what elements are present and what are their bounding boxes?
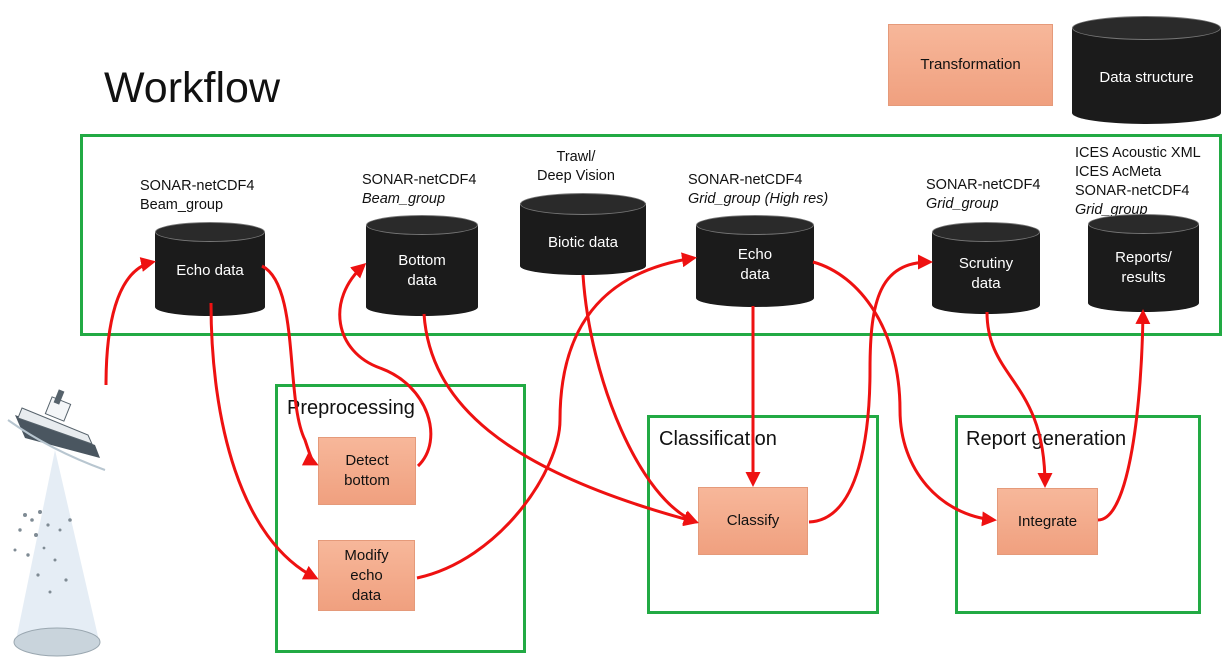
reports-caption: ICES Acoustic XML ICES AcMeta SONAR-netC… (1075, 145, 1201, 218)
classify-box: Classify (698, 487, 808, 555)
arrow-echo-data-2-to-integrate (812, 260, 997, 527)
integrate-box: Integrate (997, 488, 1098, 555)
echo-data-2-label: Echo data (737, 246, 773, 283)
echo-data-1-cylinder: Echo data (155, 222, 265, 316)
preprocessing-frame (275, 384, 526, 653)
arrow-echo-data-to-modify-echo (209, 302, 319, 580)
data-structures-frame (80, 134, 1222, 336)
report-generation-title: Report generation (966, 428, 1127, 450)
echo-data-2-cylinder: Echo data (696, 215, 814, 307)
echo-data-1-label: Echo data (176, 262, 244, 279)
legend-data-structure-label: Data structure (1099, 69, 1194, 86)
seabed-icon (13, 627, 101, 657)
legend-transformation-label: Transformation (920, 56, 1021, 73)
arrow-scrutiny-data-to-integrate (985, 311, 1053, 488)
bottom-data-cylinder: Bottom data (366, 215, 478, 316)
biotic-data-caption: Trawl/ Deep Vision (537, 149, 615, 184)
arrow-biotic-data-to-classify (581, 274, 699, 525)
bottom-data-label: Bottom data (398, 252, 446, 289)
legend-transformation-box: Transformation (888, 24, 1053, 106)
scrutiny-data-cylinder: Scrutiny data (932, 222, 1040, 314)
biotic-data-cylinder: Biotic data (520, 193, 646, 275)
reports-results-cylinder: Reports/ results (1088, 214, 1199, 312)
modify-echo-data-box: Modify echo data (318, 540, 415, 611)
classification-title: Classification (659, 428, 777, 450)
arrow-integrate-to-reports (1097, 309, 1151, 522)
echo-data-2-caption: SONAR-netCDF4 Grid_group (High res) (688, 172, 829, 207)
scrutiny-data-label: Scrutiny data (958, 255, 1014, 292)
legend-data-structure-cylinder: Data structure (1072, 16, 1221, 124)
arrow-detect-bottom-to-bottom-data (338, 262, 433, 468)
preprocessing-title: Preprocessing (287, 397, 415, 419)
arrow-echo-data-to-detect-bottom (261, 264, 319, 466)
arrow-bottom-data-to-classify (422, 313, 699, 527)
report-generation-frame (955, 415, 1201, 614)
biotic-data-label: Biotic data (547, 234, 619, 251)
sonar-beam-icon (15, 450, 100, 645)
arrow-vessel-to-echo-data (104, 257, 156, 386)
bottom-data-caption: SONAR-netCDF4 Beam_group (362, 172, 477, 207)
scrutiny-data-caption: SONAR-netCDF4 Grid_group (926, 177, 1041, 212)
survey-vessel-illustration (7, 389, 106, 657)
classification-frame (647, 415, 879, 614)
arrow-classify-to-scrutiny-data (808, 254, 933, 524)
arrow-modify-echo-to-echo-data-2 (416, 252, 697, 580)
reports-results-label: Reports/ results (1115, 249, 1172, 286)
fish-school-icon (13, 510, 72, 594)
detect-bottom-box: Detect bottom (318, 437, 416, 505)
page-title: Workflow (104, 64, 281, 112)
ship-icon (7, 389, 106, 471)
echo-data-1-caption: SONAR-netCDF4 Beam_group (140, 178, 255, 213)
